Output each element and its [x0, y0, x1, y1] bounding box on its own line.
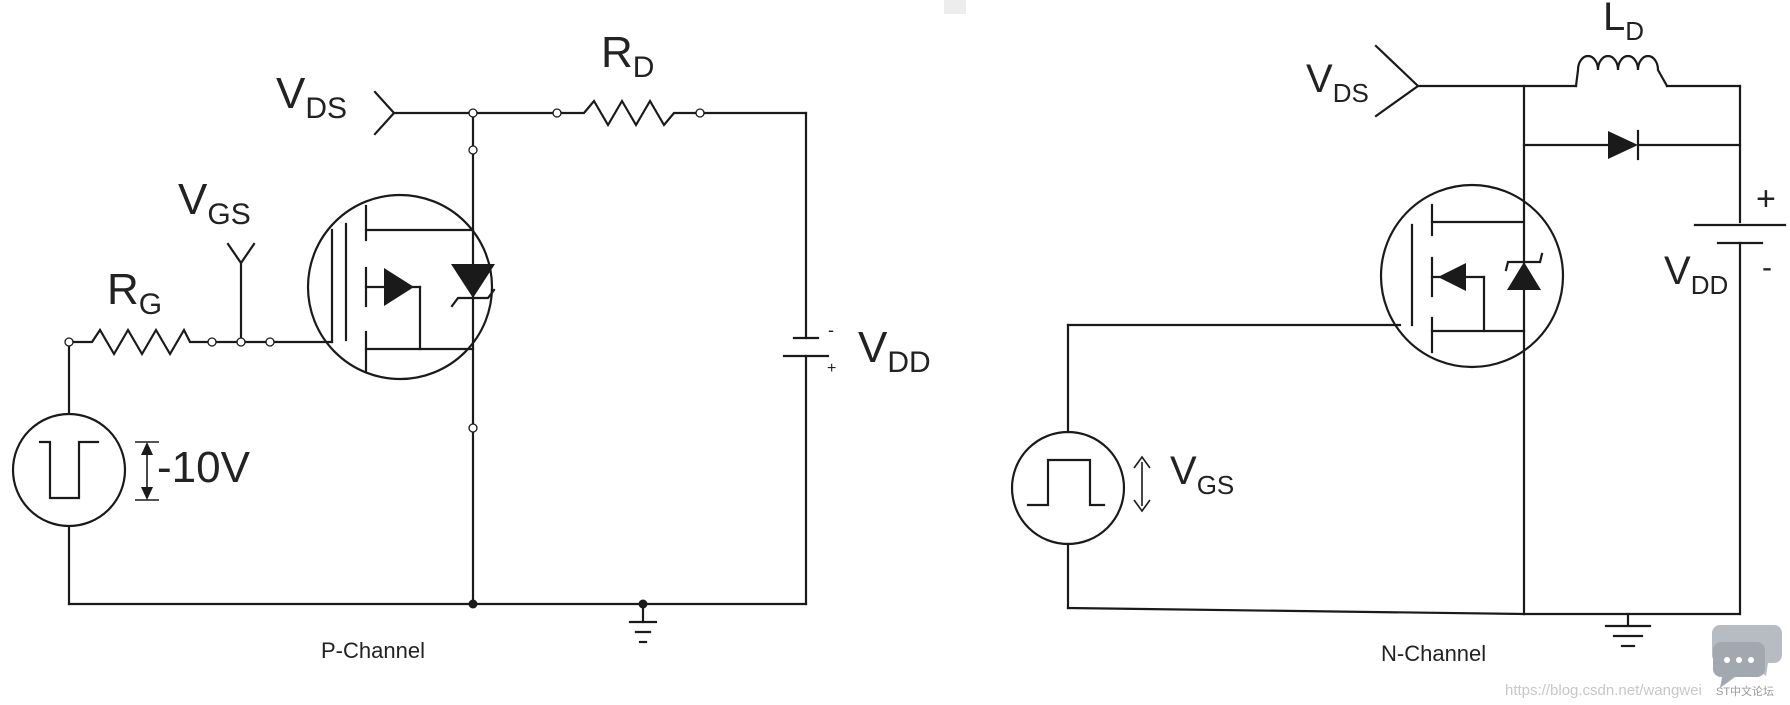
p-vdd-label: VDD	[858, 323, 931, 379]
watermark: https://blog.csdn.net/wangwei ST中文论坛	[1505, 625, 1782, 699]
p-pulse-waveform	[38, 440, 100, 500]
p-mosfet-body	[306, 193, 494, 381]
p-amplitude-label: -10V	[157, 443, 251, 492]
p-vds-label: VDS	[276, 69, 347, 125]
n-vdd-label: VDD	[1664, 249, 1728, 300]
p-zener-bar	[450, 288, 496, 308]
p-vdd-plus-sign: +	[827, 360, 836, 377]
n-vgs-arrowhead-down	[1133, 499, 1151, 513]
p-terminal-node	[64, 337, 74, 347]
p-pulse-generator	[11, 412, 127, 528]
n-vgs-label: VGS	[1170, 449, 1234, 500]
p-vgs-probe-fork	[226, 242, 256, 265]
watermark-url: https://blog.csdn.net/wangwei	[1505, 682, 1702, 699]
p-channel-circuit: VDS RD VGS RG VDD - + -10V P-Channel	[11, 28, 931, 663]
p-terminal-node	[236, 337, 246, 347]
p-terminal-node	[207, 337, 217, 347]
p-terminal-node	[468, 145, 478, 155]
p-channel-caption: P-Channel	[321, 638, 425, 663]
n-pulse-waveform	[1026, 458, 1106, 507]
p-vds-terminal-arrow	[373, 90, 396, 136]
p-amplitude-arrowhead-up	[141, 442, 153, 455]
n-ld-label: LD	[1603, 0, 1644, 46]
p-rg-resistor	[67, 327, 214, 357]
p-vdd-minus-sign: -	[828, 320, 834, 340]
n-body-diode-icon	[1507, 262, 1541, 290]
n-body-arrow-icon	[1438, 263, 1466, 291]
n-pulse-generator	[1010, 430, 1126, 546]
n-mosfet-body	[1379, 183, 1565, 369]
p-terminal-node	[552, 108, 562, 118]
n-zener-bar	[1504, 252, 1544, 272]
p-junction-dot	[638, 599, 648, 609]
chat-bubble-icon	[1712, 625, 1782, 688]
p-rd-resistor	[558, 98, 706, 128]
p-terminal-node	[265, 337, 275, 347]
p-rd-label: RD	[601, 28, 654, 84]
p-terminal-node	[468, 423, 478, 433]
image-artifact	[944, 0, 966, 14]
p-terminal-node	[468, 108, 478, 118]
n-vdd-plus-sign: +	[1756, 180, 1776, 218]
n-bottom-left-wire	[1066, 606, 1526, 616]
n-vgs-arrowhead-up	[1133, 455, 1151, 469]
n-channel-caption: N-Channel	[1381, 641, 1486, 666]
p-amplitude-arrowhead-down	[141, 487, 153, 500]
p-body-diode-icon	[451, 264, 495, 298]
n-ld-inductor	[1574, 54, 1669, 88]
p-body-arrow-icon	[384, 268, 414, 306]
n-vds-label: VDS	[1306, 57, 1369, 108]
p-terminal-node	[695, 108, 705, 118]
watermark-logo-text: ST中文论坛	[1716, 684, 1774, 698]
n-vdd-minus-sign: -	[1762, 251, 1772, 284]
n-channel-circuit: VDS LD VDD + - VGS N-Channel	[1010, 0, 1787, 666]
n-freewheel-diode-icon	[1608, 131, 1638, 159]
p-vgs-label: VGS	[178, 175, 251, 231]
p-junction-dot	[468, 599, 478, 609]
n-vds-terminal-arrow	[1374, 44, 1420, 118]
p-rg-label: RG	[107, 265, 162, 321]
